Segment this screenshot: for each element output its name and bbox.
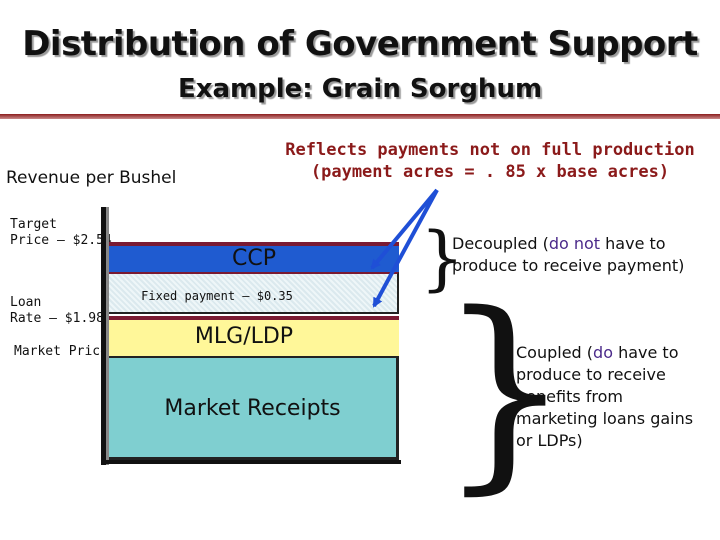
fixed-payment-label: Fixed payment – $0.35: [141, 289, 293, 303]
ccp-band: CCP: [109, 242, 399, 272]
slide-subtitle: Example: Grain Sorghum: [177, 74, 543, 104]
slide-title: Distribution of Government Support: [22, 24, 698, 64]
loan-rate-label: Loan Rate – $1.98: [10, 295, 104, 327]
market-receipts-label: Market Receipts: [164, 396, 341, 421]
mlg-ldp-band: MLG/LDP: [109, 316, 399, 356]
decoupled-text-post: have to produce to receive payment): [452, 234, 685, 275]
arrow-to-ccp: [370, 188, 439, 270]
coupled-text-pre: Coupled (: [516, 343, 594, 362]
ccp-label: CCP: [232, 246, 276, 271]
payment-note: Reflects payments not on full production…: [270, 139, 710, 183]
decoupled-text: Decoupled (do not have to produce to rec…: [452, 233, 712, 277]
y-axis: [101, 207, 106, 465]
decoupled-highlight: do not: [548, 234, 601, 253]
mlg-ldp-label: MLG/LDP: [194, 324, 294, 349]
loan-label-line2: Rate – $1.98: [10, 311, 104, 326]
coupled-text: Coupled (do have to produce to receive b…: [516, 342, 706, 452]
coupled-brace: }: [438, 268, 572, 513]
title-divider: [0, 114, 720, 119]
axis-title: Revenue per Bushel: [6, 168, 177, 188]
fixed-payment-band: Fixed payment – $0.35: [109, 272, 399, 314]
x-axis: [101, 460, 401, 464]
loan-label-line1: Loan: [10, 295, 42, 310]
target-price-label: Target Price – $2.54: [10, 217, 112, 249]
coupled-text-post: have to produce to receive benefits from…: [516, 343, 694, 450]
market-receipts-band: Market Receipts: [109, 356, 399, 460]
target-label-line2: Price – $2.54: [10, 233, 112, 248]
payment-note-line1: Reflects payments not on full production: [285, 140, 695, 160]
target-label-line1: Target: [10, 217, 57, 232]
arrow-to-fixed-payment: [372, 189, 439, 308]
decoupled-text-pre: Decoupled (: [452, 234, 549, 253]
payment-note-line2: (payment acres = . 85 x base acres): [310, 162, 670, 182]
decoupled-brace: }: [420, 217, 465, 299]
market-price-label: Market Price: [14, 344, 108, 359]
coupled-highlight: do: [593, 343, 613, 362]
